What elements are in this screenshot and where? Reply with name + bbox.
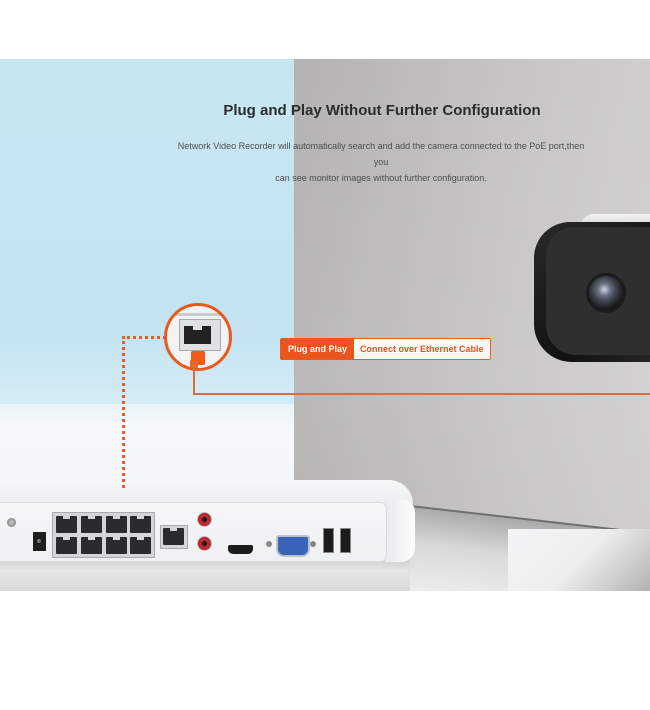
audio-in-port-icon xyxy=(197,536,212,551)
vga-port-icon xyxy=(276,535,310,557)
description-line-2: can see monitor images without further c… xyxy=(275,173,487,183)
poe-port-icon xyxy=(130,516,151,533)
poe-port-block xyxy=(52,512,155,558)
usb-port-icon xyxy=(340,528,351,553)
page-title: Plug and Play Without Further Configurat… xyxy=(223,102,541,119)
callout-tag: Plug and Play Connect over Ethernet Cabl… xyxy=(280,338,491,360)
magnifier-edge xyxy=(167,313,229,316)
dotted-connector-vertical xyxy=(122,336,125,488)
port-magnifier-icon xyxy=(164,303,232,371)
screw-icon xyxy=(7,518,16,527)
lan-port-icon xyxy=(163,528,184,545)
white-wall-background xyxy=(0,404,294,484)
nvr-rear-panel xyxy=(0,502,387,562)
magnified-port-frame xyxy=(179,319,221,351)
audio-out-port-icon xyxy=(197,512,212,527)
screw-icon xyxy=(266,541,272,547)
camera-lens-icon xyxy=(586,273,626,313)
network-video-recorder xyxy=(0,480,415,562)
callout-ethernet-cable: Connect over Ethernet Cable xyxy=(354,339,490,359)
poe-port-icon xyxy=(106,516,127,533)
bullet-camera xyxy=(534,222,650,362)
dotted-connector-horizontal xyxy=(122,336,166,339)
power-port-icon xyxy=(33,532,46,551)
usb-port-icon xyxy=(323,528,334,553)
ethernet-cable-horizontal xyxy=(193,393,650,395)
camera-face xyxy=(546,227,650,355)
ethernet-cable-vertical xyxy=(193,362,195,395)
lan-port xyxy=(160,525,188,549)
poe-port-icon xyxy=(56,516,77,533)
hdmi-port-icon xyxy=(228,545,253,554)
floor xyxy=(508,529,650,591)
page-description: Network Video Recorder will automaticall… xyxy=(170,138,592,186)
poe-port-icon xyxy=(130,537,151,554)
callout-plug-and-play: Plug and Play xyxy=(281,339,355,359)
nvr-side xyxy=(385,500,415,562)
nvr-top-surface xyxy=(0,480,413,504)
description-line-1: Network Video Recorder will automaticall… xyxy=(177,141,585,167)
poe-port-icon xyxy=(106,537,127,554)
ethernet-port-icon xyxy=(184,326,211,344)
blue-wall-background xyxy=(0,59,294,409)
poe-port-icon xyxy=(81,537,102,554)
poe-port-icon xyxy=(81,516,102,533)
screw-icon xyxy=(310,541,316,547)
poe-port-icon xyxy=(56,537,77,554)
